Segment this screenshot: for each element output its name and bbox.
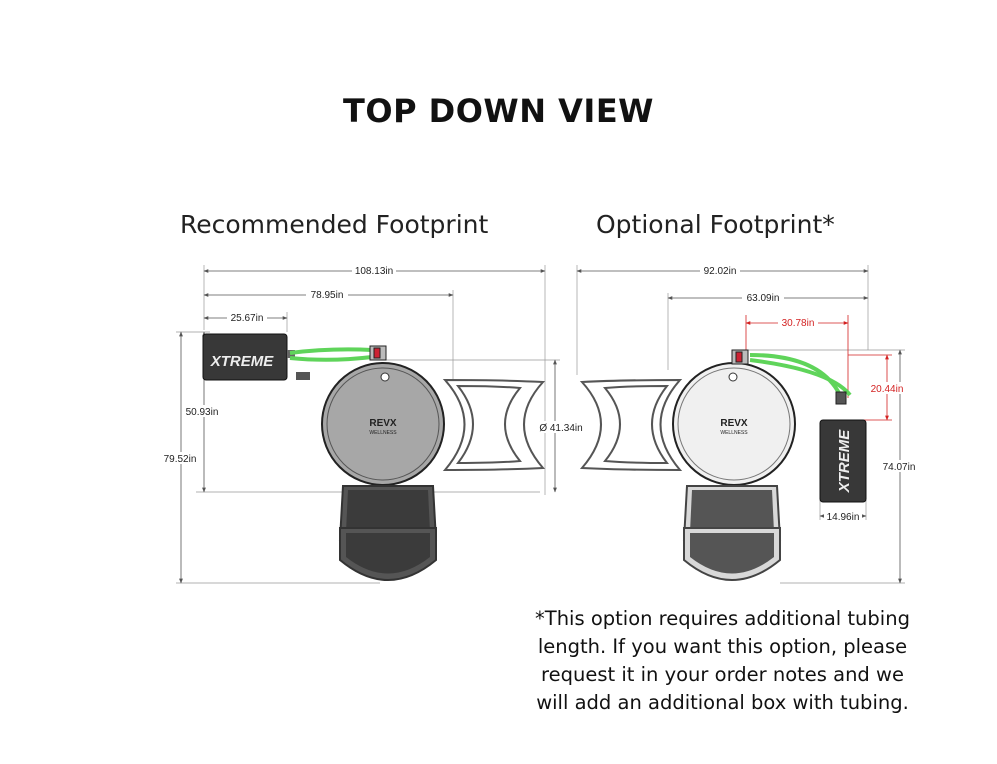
recommended-layout: 108.13in 78.95in 25.67in 50.93in 79.52in… [164, 264, 584, 584]
dim-overall-depth-opt: 74.07in [883, 462, 916, 473]
dim-overall-width-opt: 92.02in [704, 266, 737, 277]
dim-overall-depth: 79.52in [164, 454, 197, 465]
front-steps-opt [682, 485, 782, 581]
optional-footprint-heading: Optional Footprint* [596, 210, 835, 239]
dim-overall-width: 108.13in [355, 266, 393, 277]
optional-footprint-note: *This option requires additional tubing … [520, 605, 925, 717]
dim-chiller-width: 25.67in [231, 313, 264, 324]
dim-chiller-width-opt: 14.96in [827, 512, 860, 523]
cold-plunge-tub: REVX WELLNESS [321, 362, 445, 486]
dim-chiller-offset-y: 20.44in [871, 384, 904, 395]
tubing [289, 347, 373, 362]
chiller-unit: XTREME [202, 333, 310, 381]
tub-logo-opt: REVX [720, 418, 748, 429]
chiller-brand-opt: XTREME [836, 429, 853, 494]
note-line: will add an additional box with tubing. [536, 691, 909, 714]
dim-tub-diameter: Ø 41.34in [539, 423, 582, 434]
tubing-opt [749, 353, 852, 397]
side-step [442, 378, 546, 472]
side-step-opt [579, 378, 683, 472]
dim-chiller-offset-x: 30.78in [782, 318, 815, 329]
note-line: length. If you want this option, please [537, 635, 908, 658]
tub-logo-sub: WELLNESS [369, 430, 397, 436]
page-title: TOP DOWN VIEW [343, 92, 654, 130]
note-line: request it in your order notes and we [541, 663, 904, 686]
note-line: *This option requires additional tubing [535, 607, 910, 630]
dim-tub-depth: 50.93in [186, 407, 219, 418]
optional-layout: 92.02in 63.09in 30.78in 20.44in 74.07in … [576, 264, 918, 584]
cold-plunge-tub-opt: REVX WELLNESS [672, 362, 796, 486]
tub-logo-sub-opt: WELLNESS [720, 430, 748, 436]
dim-tub-to-chiller: 63.09in [747, 293, 780, 304]
tub-logo: REVX [369, 418, 397, 429]
dim-tub-to-tub: 78.95in [311, 290, 344, 301]
chiller-unit-opt: XTREME [819, 419, 867, 503]
front-steps [338, 485, 438, 581]
chiller-brand: XTREME [210, 353, 275, 370]
recommended-footprint-heading: Recommended Footprint [180, 210, 489, 239]
